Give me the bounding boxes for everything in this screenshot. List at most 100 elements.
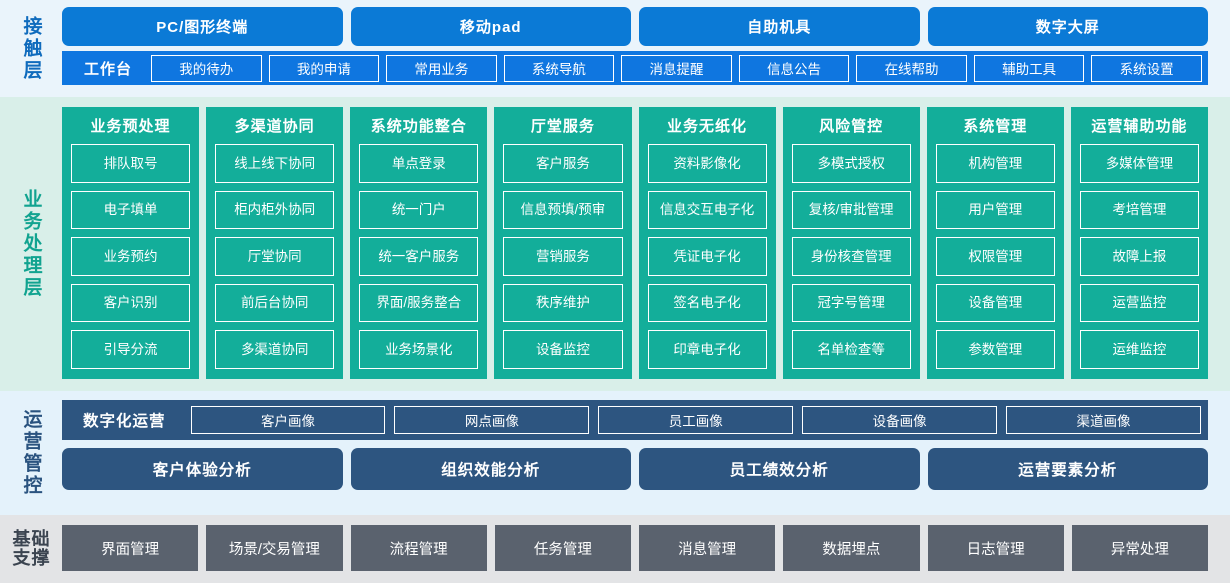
analysis-item[interactable]: 员工绩效分析 <box>639 448 920 490</box>
business-item[interactable]: 客户识别 <box>71 283 191 323</box>
business-item[interactable]: 凭证电子化 <box>647 237 767 276</box>
channel-tile[interactable]: 移动pad <box>350 7 631 46</box>
workbench-row: 工作台 我的待办 我的申请 常用业务 系统导航 消息提醒 信息公告 在线帮助 辅… <box>62 51 1208 85</box>
foundation-item[interactable]: 异常处理 <box>1071 525 1208 571</box>
analysis-item[interactable]: 客户体验分析 <box>62 448 343 490</box>
business-item-list: 多模式授权 复核/审批管理 身份核查管理 冠字号管理 名单检查等 <box>791 144 911 369</box>
business-item[interactable]: 多媒体管理 <box>1079 144 1199 183</box>
business-column: 系统管理 机构管理 用户管理 权限管理 设备管理 参数管理 <box>926 107 1064 379</box>
workbench-item[interactable]: 我的待办 <box>151 54 262 82</box>
business-item[interactable]: 资料影像化 <box>647 144 767 183</box>
business-layer-label-text: 业务处理层 <box>20 189 42 299</box>
business-item[interactable]: 排队取号 <box>71 144 191 183</box>
analysis-item[interactable]: 运营要素分析 <box>927 448 1208 490</box>
business-item[interactable]: 引导分流 <box>71 330 191 369</box>
business-item[interactable]: 权限管理 <box>935 237 1055 276</box>
business-item[interactable]: 信息预填/预审 <box>503 190 623 230</box>
business-column-title: 风险管控 <box>819 118 884 135</box>
business-item[interactable]: 身份核查管理 <box>791 237 911 276</box>
business-item[interactable]: 电子填单 <box>71 190 191 230</box>
workbench-item[interactable]: 信息公告 <box>738 54 850 82</box>
business-item[interactable]: 考培管理 <box>1079 190 1199 230</box>
workbench-item[interactable]: 系统导航 <box>503 54 615 82</box>
business-item[interactable]: 客户服务 <box>503 144 623 183</box>
business-item-list: 客户服务 信息预填/预审 营销服务 秩序维护 设备监控 <box>503 144 623 369</box>
business-item[interactable]: 业务预约 <box>71 237 191 276</box>
business-item[interactable]: 营销服务 <box>503 237 623 276</box>
business-column-title: 系统功能整合 <box>370 118 467 135</box>
foundation-item[interactable]: 流程管理 <box>350 525 487 571</box>
business-column: 业务无纸化 资料影像化 信息交互电子化 凭证电子化 签名电子化 印章电子化 <box>638 107 776 379</box>
portrait-item[interactable]: 网点画像 <box>394 406 590 434</box>
access-layer: 接触层 PC/图形终端 移动pad 自助机具 数字大屏 工作台 我的待办 我的申… <box>0 0 1230 97</box>
business-item[interactable]: 业务场景化 <box>359 330 479 369</box>
business-item[interactable]: 多渠道协同 <box>215 330 335 369</box>
portrait-item[interactable]: 设备画像 <box>802 406 998 434</box>
business-item[interactable]: 统一门户 <box>359 190 479 230</box>
business-column: 业务预处理 排队取号 电子填单 业务预约 客户识别 引导分流 <box>62 107 200 379</box>
analysis-item[interactable]: 组织效能分析 <box>350 448 631 490</box>
business-item[interactable]: 厅堂协同 <box>215 237 335 276</box>
business-item[interactable]: 柜内柜外协同 <box>215 190 335 230</box>
foundation-item[interactable]: 数据埋点 <box>783 525 920 571</box>
business-item[interactable]: 统一客户服务 <box>359 237 479 276</box>
foundation-label-char: 基 <box>12 529 31 550</box>
business-item-list: 线上线下协同 柜内柜外协同 厅堂协同 前后台协同 多渠道协同 <box>215 144 335 369</box>
foundation-item[interactable]: 日志管理 <box>927 525 1064 571</box>
foundation-item[interactable]: 消息管理 <box>639 525 776 571</box>
business-item[interactable]: 前后台协同 <box>215 283 335 323</box>
workbench-item[interactable]: 辅助工具 <box>973 54 1085 82</box>
business-column-title: 运营辅助功能 <box>1091 118 1188 135</box>
workbench-item[interactable]: 在线帮助 <box>856 54 967 82</box>
foundation-item[interactable]: 界面管理 <box>62 525 199 571</box>
business-item[interactable]: 机构管理 <box>935 144 1055 183</box>
foundation-item[interactable]: 任务管理 <box>494 525 631 571</box>
business-item[interactable]: 参数管理 <box>935 330 1055 369</box>
channel-tile[interactable]: 数字大屏 <box>927 7 1208 46</box>
channel-tile[interactable]: 自助机具 <box>639 7 920 46</box>
business-item[interactable]: 界面/服务整合 <box>359 283 479 323</box>
access-layer-label-text: 接触层 <box>20 15 42 82</box>
workbench-item[interactable]: 消息提醒 <box>621 54 732 82</box>
operations-layer-label-text: 运营管控 <box>20 409 42 497</box>
channel-tile[interactable]: PC/图形终端 <box>62 7 343 46</box>
business-column-title: 厅堂服务 <box>530 118 595 135</box>
workbench-item[interactable]: 常用业务 <box>386 54 497 82</box>
business-column-title: 系统管理 <box>963 118 1028 135</box>
business-item[interactable]: 冠字号管理 <box>791 283 911 323</box>
operations-layer: 运营管控 数字化运营 客户画像 网点画像 员工画像 设备画像 渠道画像 客户体验… <box>0 391 1230 515</box>
business-item[interactable]: 运维监控 <box>1079 330 1199 369</box>
foundation-layer-body: 界面管理 场景/交易管理 流程管理 任务管理 消息管理 数据埋点 日志管理 异常… <box>62 515 1230 583</box>
business-item[interactable]: 多模式授权 <box>791 144 911 183</box>
operations-layer-body: 数字化运营 客户画像 网点画像 员工画像 设备画像 渠道画像 客户体验分析 组织… <box>62 391 1230 515</box>
business-layer-label: 业务处理层 <box>0 97 62 391</box>
business-layer-body: 业务预处理 排队取号 电子填单 业务预约 客户识别 引导分流 多渠道协同 线上线… <box>62 97 1230 391</box>
business-item-list: 多媒体管理 考培管理 故障上报 运营监控 运维监控 <box>1079 144 1199 369</box>
portrait-item[interactable]: 员工画像 <box>598 406 794 434</box>
business-item-list: 机构管理 用户管理 权限管理 设备管理 参数管理 <box>935 144 1055 369</box>
business-item[interactable]: 故障上报 <box>1079 237 1199 276</box>
business-item[interactable]: 单点登录 <box>359 144 479 183</box>
foundation-item[interactable]: 场景/交易管理 <box>206 525 343 571</box>
portrait-item[interactable]: 客户画像 <box>190 406 386 434</box>
business-column: 运营辅助功能 多媒体管理 考培管理 故障上报 运营监控 运维监控 <box>1070 107 1208 379</box>
business-item[interactable]: 用户管理 <box>935 190 1055 230</box>
workbench-item[interactable]: 系统设置 <box>1091 54 1202 82</box>
business-item[interactable]: 秩序维护 <box>503 283 623 323</box>
business-item[interactable]: 信息交互电子化 <box>647 190 767 230</box>
digital-operations-title: 数字化运营 <box>83 413 166 430</box>
business-item[interactable]: 设备监控 <box>503 330 623 369</box>
business-item[interactable]: 印章电子化 <box>647 330 767 369</box>
business-column: 风险管控 多模式授权 复核/审批管理 身份核查管理 冠字号管理 名单检查等 <box>782 107 920 379</box>
business-item[interactable]: 线上线下协同 <box>215 144 335 183</box>
workbench-item[interactable]: 我的申请 <box>268 54 380 82</box>
business-column-title: 多渠道协同 <box>234 118 315 135</box>
business-item[interactable]: 复核/审批管理 <box>791 190 911 230</box>
business-column-title: 业务预处理 <box>90 118 171 135</box>
business-item[interactable]: 名单检查等 <box>791 330 911 369</box>
portrait-item[interactable]: 渠道画像 <box>1006 406 1201 434</box>
business-item[interactable]: 运营监控 <box>1079 283 1199 323</box>
analysis-row: 客户体验分析 组织效能分析 员工绩效分析 运营要素分析 <box>62 448 1208 490</box>
business-item[interactable]: 设备管理 <box>935 283 1055 323</box>
business-item[interactable]: 签名电子化 <box>647 283 767 323</box>
